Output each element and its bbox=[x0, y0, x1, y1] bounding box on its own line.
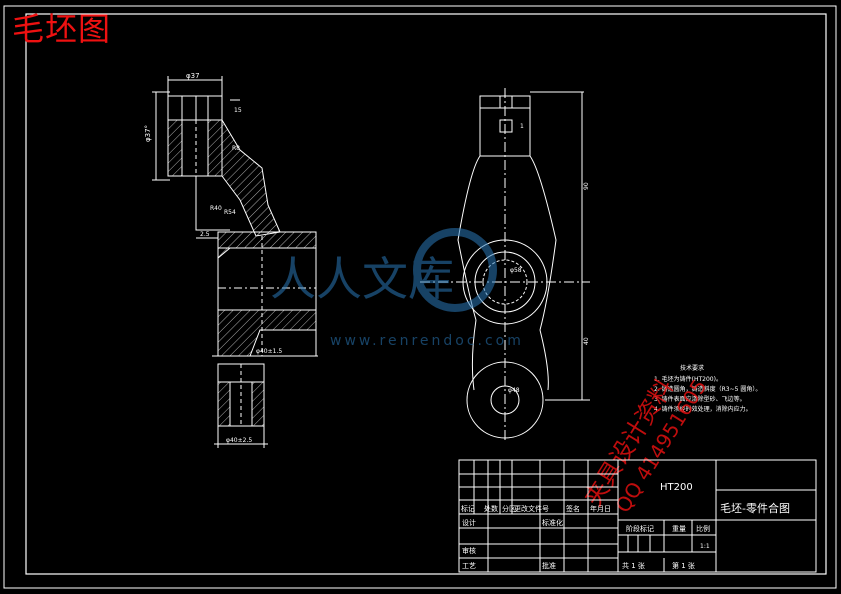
label-standardize: 标准化 bbox=[542, 518, 563, 527]
tech-req-item-2: 2. 铸造圆角，铸造斜度（R3~5 圆角）。 bbox=[654, 385, 761, 393]
dim-r2: R40 bbox=[210, 205, 222, 212]
dim-r1: R8 bbox=[232, 145, 240, 152]
label-process: 工艺 bbox=[462, 562, 476, 570]
title-block-text: HT200 毛坯-零件合图 标记 处数 分区 更改文件号 签名 年月日 设计 标… bbox=[461, 482, 790, 570]
label-approve: 批准 bbox=[542, 561, 556, 570]
tech-req-title: 技术要求 bbox=[680, 364, 704, 372]
sheets-total: 共 1 张 bbox=[622, 561, 645, 570]
right-elevation-view: φ58 1 φ48 90 40 bbox=[420, 88, 590, 440]
outer-frame bbox=[3, 5, 837, 589]
tech-requirements: 技术要求 1. 毛坯为铸件(HT200)。 2. 铸造圆角，铸造斜度（R3~5 … bbox=[654, 364, 761, 413]
header-sign: 签名 bbox=[566, 504, 580, 513]
tech-req-item-3: 3. 铸件表面应清除型砂、飞边等。 bbox=[654, 395, 746, 403]
dim-slot: 1 bbox=[520, 123, 524, 130]
title-block bbox=[458, 459, 817, 573]
dim-bottom: φ40±2.5 bbox=[226, 437, 252, 444]
header-date: 年月日 bbox=[590, 504, 611, 513]
sheet-no: 第 1 张 bbox=[672, 561, 695, 570]
header-mark: 标记 bbox=[461, 504, 475, 513]
label-design: 设计 bbox=[462, 518, 476, 527]
label-weight: 重量 bbox=[672, 525, 686, 533]
label-stage-mark: 阶段标记 bbox=[626, 524, 654, 533]
dim-left-offset: 2.5 bbox=[200, 231, 210, 238]
header-change-doc: 更改文件号 bbox=[514, 504, 549, 513]
watermark-brand: 人人文库 bbox=[270, 252, 454, 306]
corner-title: 毛坯图 bbox=[12, 10, 112, 48]
dim-r3: R54 bbox=[224, 209, 236, 216]
dim-left-height: φ37° bbox=[144, 125, 152, 142]
dim-right-upper: 90 bbox=[583, 182, 590, 190]
left-section-view: φ37 φ37° 15 R8 R40 R54 2.5 φ40±1.5 bbox=[144, 72, 318, 448]
tech-req-item-4: 4. 铸件须经时效处理，消除内应力。 bbox=[654, 405, 752, 413]
dim-bottom-circle: φ48 bbox=[508, 387, 520, 394]
dim-circle: φ58 bbox=[510, 267, 522, 274]
dim-top-width: φ37 bbox=[186, 72, 200, 80]
tech-req-item-1: 1. 毛坯为铸件(HT200)。 bbox=[654, 375, 722, 383]
dim-hub: φ40±1.5 bbox=[256, 348, 282, 355]
dim-top-small: 15 bbox=[234, 107, 242, 114]
label-scale: 比例 bbox=[696, 524, 710, 533]
inner-frame bbox=[25, 13, 827, 575]
dim-right-lower: 40 bbox=[583, 337, 590, 345]
material-label: HT200 bbox=[660, 482, 693, 493]
watermark-url: www.renrendoc.com bbox=[330, 333, 524, 349]
scale-value: 1:1 bbox=[700, 543, 710, 550]
label-review: 审核 bbox=[462, 546, 476, 555]
header-zone: 分区 bbox=[502, 504, 516, 513]
header-count: 处数 bbox=[484, 504, 498, 513]
watermark: 人人文库 www.renrendoc.com bbox=[270, 228, 524, 349]
drawing-name: 毛坯-零件合图 bbox=[720, 501, 790, 515]
